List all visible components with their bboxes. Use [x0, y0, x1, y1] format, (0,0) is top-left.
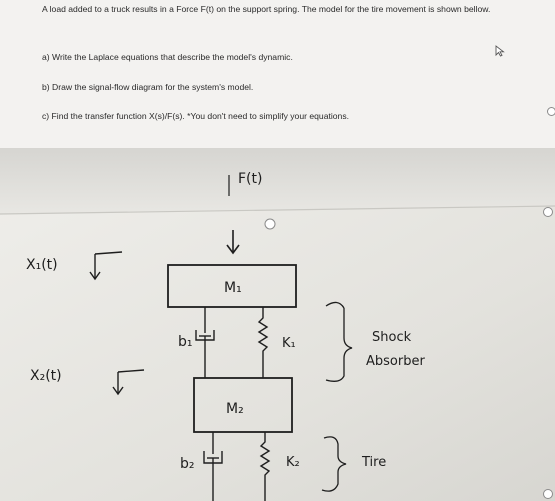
- damper-b1: [195, 307, 215, 378]
- force-arrow: [226, 230, 240, 255]
- shock-brace: [325, 301, 353, 382]
- spring-k2: [259, 432, 271, 501]
- question-part-c: c) Find the transfer function X(s)/F(s).…: [42, 111, 350, 121]
- mass1-box: [167, 264, 297, 308]
- spring-k1: [257, 307, 269, 378]
- resize-handle-icon[interactable]: [543, 207, 553, 217]
- shock-label: Shock: [372, 330, 412, 345]
- paper-sheet: [0, 206, 555, 501]
- diagram-svg: F(t) X₁(t) M₁ b₁ K₁: [0, 148, 555, 501]
- upper-photo-strip: [0, 148, 555, 214]
- b2-label: b₂: [180, 456, 195, 472]
- resize-handle-icon[interactable]: [547, 107, 555, 116]
- diagram-photo: F(t) X₁(t) M₁ b₁ K₁: [0, 148, 555, 501]
- question-part-a: a) Write the Laplace equations that desc…: [42, 52, 293, 62]
- mass2-box: [193, 377, 293, 433]
- cursor-icon: [495, 45, 505, 57]
- tire-brace: [321, 436, 347, 492]
- absorber-label: Absorber: [366, 354, 425, 369]
- x2-arrow: [112, 369, 145, 396]
- b1-label: b₁: [178, 334, 193, 350]
- damper-b2: [203, 432, 223, 501]
- k1-label: K₁: [282, 336, 296, 351]
- photo-handle-icon[interactable]: [264, 218, 276, 230]
- mass2-label: M₂: [226, 401, 244, 417]
- x1-arrow: [89, 251, 123, 281]
- x1-label: X₁(t): [26, 257, 58, 273]
- question-intro: A load added to a truck results in a For…: [42, 4, 491, 14]
- resize-handle-icon[interactable]: [543, 489, 553, 499]
- x2-label: X₂(t): [30, 368, 62, 384]
- question-panel: A load added to a truck results in a For…: [0, 0, 555, 148]
- question-part-b: b) Draw the signal-flow diagram for the …: [42, 82, 254, 92]
- mass1-label: M₁: [224, 280, 242, 296]
- k2-label: K₂: [286, 455, 300, 470]
- force-label: F(t): [238, 171, 262, 187]
- tire-label: Tire: [361, 455, 386, 470]
